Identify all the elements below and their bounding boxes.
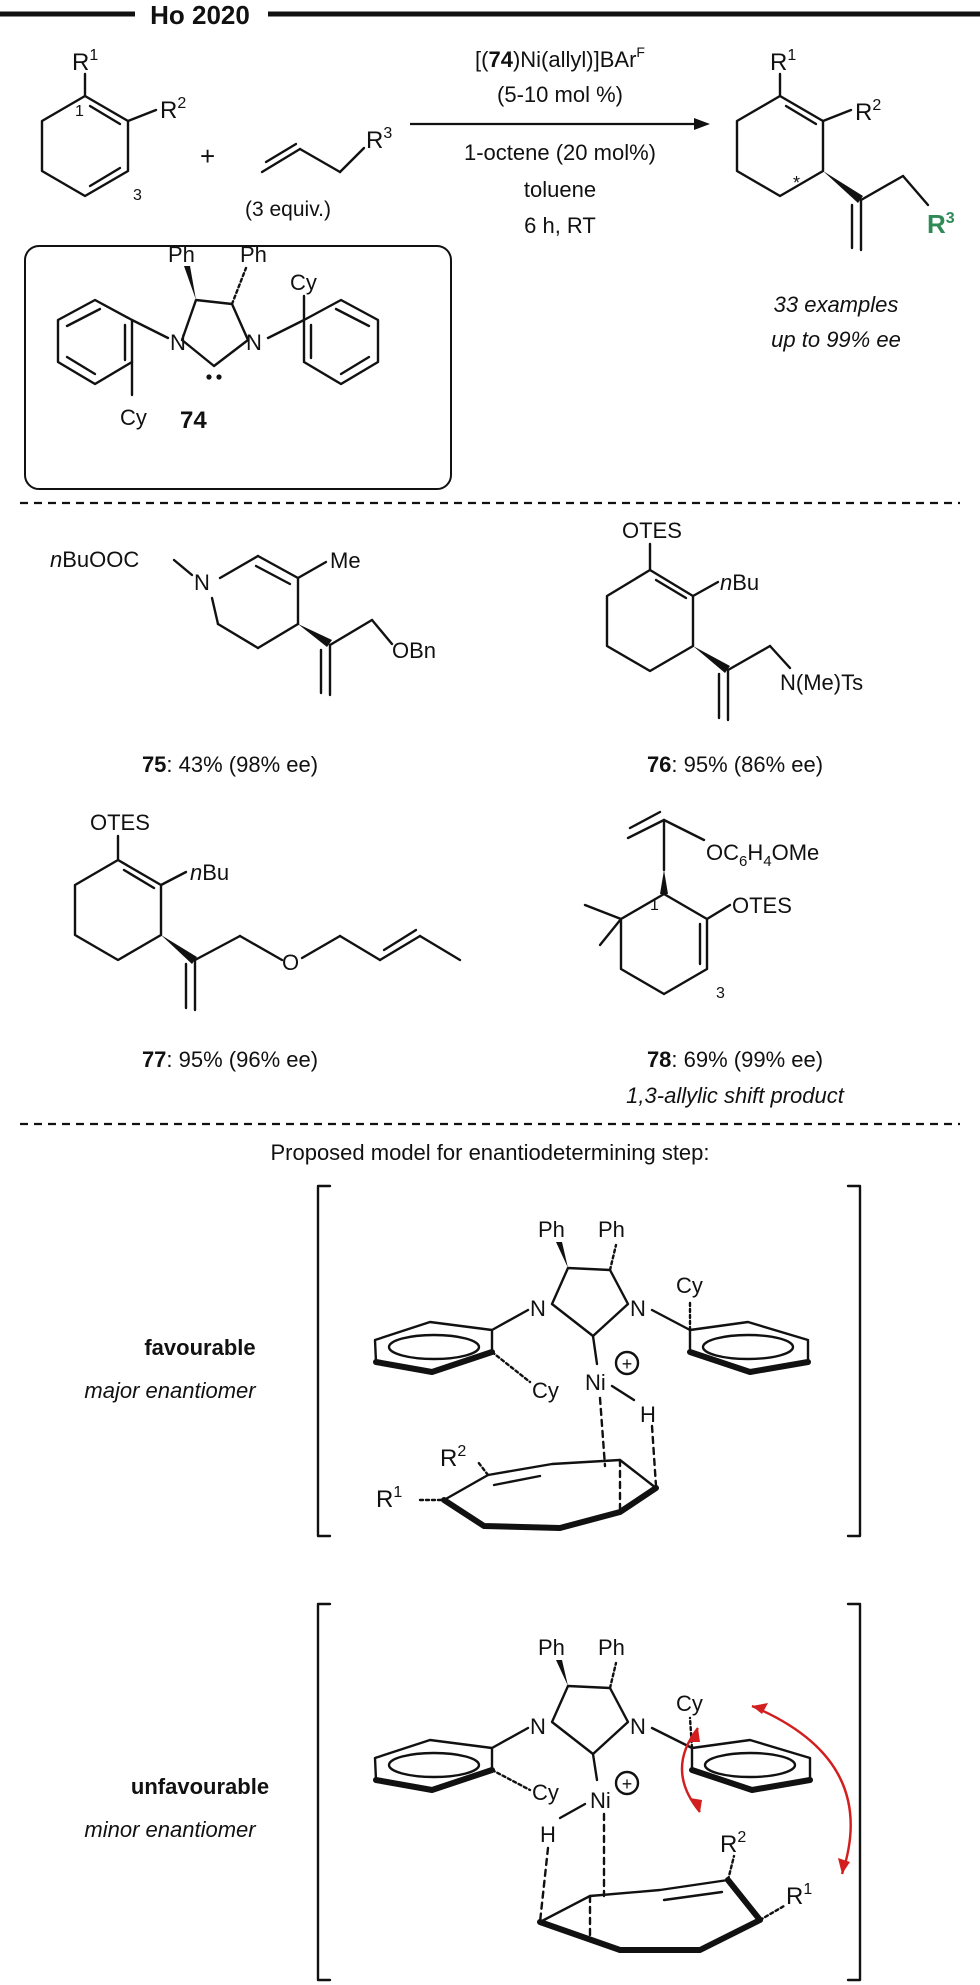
ex78-position-1: 1 [650, 897, 659, 914]
fav-h: H [640, 1402, 656, 1427]
ex76-nbu-label: nBu [720, 570, 759, 595]
ligand-ph-left: Ph [168, 242, 195, 267]
condition-loading: (5-10 mol %) [497, 82, 623, 107]
fav-n2: N [630, 1296, 646, 1321]
fav-n1: N [530, 1296, 546, 1321]
ligand-74-box: Ph Ph N N Cy 74 Cy [24, 242, 452, 490]
fav-cy1: Cy [532, 1378, 559, 1403]
product-r2-label: R2 [855, 97, 881, 126]
product-stereocenter-star: * [793, 173, 800, 193]
model-title: Proposed model for enantiodetermining st… [270, 1140, 709, 1165]
reactant-diene: R1 R2 1 3 [40, 47, 186, 204]
ex75-n-label: N [194, 570, 210, 595]
unfav-ni: Ni [590, 1788, 611, 1813]
reactant-r2-label: R2 [160, 95, 186, 124]
ex78-oc6h4ome-label: OC6H4OMe [706, 840, 819, 870]
ex78-position-3: 3 [716, 985, 725, 1002]
ex76-nmets-label: N(Me)Ts [780, 670, 863, 695]
unfav-r2-label: R2 [720, 1829, 746, 1858]
example-76-structure: OTES nBu N(Me)Ts [605, 518, 863, 722]
ex77-o-label: O [282, 950, 299, 975]
ligand-number: 74 [180, 407, 207, 434]
favourable-label: favourable [144, 1335, 255, 1360]
ex78-otes-label: OTES [732, 893, 792, 918]
fav-ph1: Ph [538, 1217, 565, 1242]
ex75-me-label: Me [330, 548, 361, 573]
fav-r1-label: R1 [376, 1484, 402, 1513]
unfav-n2: N [630, 1714, 646, 1739]
reactant-position-1: 1 [75, 103, 84, 120]
condition-additive: 1-octene (20 mol%) [464, 140, 656, 165]
product-structure: R1 R2 * R3 [735, 47, 955, 252]
fav-plus: + [622, 1354, 633, 1374]
unfavourable-model: unfavourable minor enantiomer Ph Ph N N … [84, 1602, 862, 1982]
reactant-r1-label: R1 [72, 47, 98, 76]
favourable-sub: major enantiomer [84, 1378, 257, 1403]
product-r3-label: R3 [927, 209, 955, 239]
fav-ni: Ni [585, 1370, 606, 1395]
condition-solvent: toluene [524, 177, 596, 202]
steric-clash-arrow-long [751, 1704, 852, 1875]
unfav-r1-label: R1 [786, 1881, 812, 1910]
example-77-structure: OTES nBu O [73, 810, 462, 1012]
unfav-plus: + [622, 1774, 633, 1794]
reaction-conditions: [(74)Ni(allyl)]BArF (5-10 mol %) 1-octen… [410, 44, 710, 238]
unfav-h: H [540, 1822, 556, 1847]
alkene-equiv-label: (3 equiv.) [245, 198, 331, 221]
condition-catalyst: [(74)Ni(allyl)]BArF [475, 44, 645, 72]
reactant-alkene: R3 (3 equiv.) [245, 125, 392, 221]
ligand-cy-bottom: Cy [120, 405, 147, 430]
ex78-result: 78: 69% (99% ee) [647, 1047, 823, 1072]
ex77-nbu-label: nBu [190, 860, 229, 885]
product-r1-label: R1 [770, 47, 796, 76]
ligand-cy-top: Cy [290, 270, 317, 295]
ligand-n-left: N [170, 330, 186, 355]
unfav-ph1: Ph [538, 1635, 565, 1660]
header: Ho 2020 [0, 0, 980, 30]
summary-examples: 33 examples [774, 292, 899, 317]
ex78-note: 1,3-allylic shift product [626, 1083, 845, 1108]
ex75-obn-label: OBn [392, 638, 436, 663]
fav-ph2: Ph [598, 1217, 625, 1242]
unfav-cy1: Cy [532, 1780, 559, 1805]
fav-cy2: Cy [676, 1273, 703, 1298]
fav-r2-label: R2 [440, 1443, 466, 1472]
ex75-nbuoo-label: nBuOOC [50, 547, 139, 572]
ex75-result: 75: 43% (98% ee) [142, 752, 318, 777]
unfavourable-label: unfavourable [131, 1774, 269, 1799]
example-78-structure: OC6H4OMe OTES 1 3 [583, 810, 819, 1002]
favourable-model: favourable major enantiomer Ph Ph N N Cy… [84, 1184, 862, 1538]
reactant-position-3: 3 [133, 187, 142, 204]
ligand-n-right: N [246, 330, 262, 355]
unfav-cy2: Cy [676, 1691, 703, 1716]
ex76-result: 76: 95% (86% ee) [647, 752, 823, 777]
ex77-otes-label: OTES [90, 810, 150, 835]
ex76-otes-label: OTES [622, 518, 682, 543]
header-title: Ho 2020 [150, 0, 250, 30]
summary-ee: up to 99% ee [771, 327, 901, 352]
unfavourable-sub: minor enantiomer [84, 1817, 257, 1842]
alkene-r3-label: R3 [366, 125, 392, 154]
unfav-n1: N [530, 1714, 546, 1739]
plus-sign: + [200, 141, 215, 171]
unfav-ph2: Ph [598, 1635, 625, 1660]
example-75-structure: nBuOOC N Me OBn [50, 547, 436, 697]
ligand-ph-right: Ph [240, 242, 267, 267]
condition-time-temp: 6 h, RT [524, 213, 596, 238]
ex77-result: 77: 95% (96% ee) [142, 1047, 318, 1072]
